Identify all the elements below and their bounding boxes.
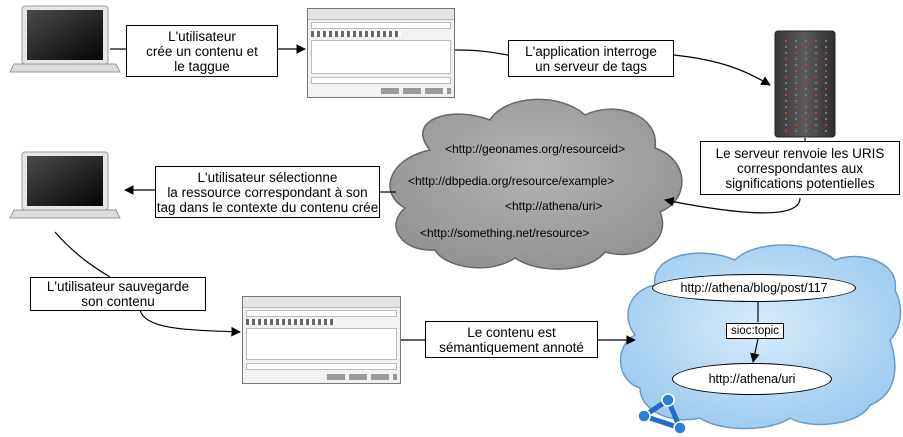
cloud-uri: <http://dbpedia.org/resource/example> (408, 174, 615, 188)
line-laptop-to-save (54, 231, 111, 278)
arrow-editor-to-query (454, 49, 509, 56)
step-server-label: Le serveur renvoie les URIS correspondan… (700, 141, 900, 195)
server-icon (774, 30, 836, 138)
tag-server-cloud (389, 98, 683, 270)
graph-node-object: http://athena/uri (672, 363, 832, 395)
editor-window (307, 8, 455, 98)
editor-window (242, 296, 401, 384)
step-annotated-label: Le contenu est sémantiquement annoté (425, 321, 598, 358)
laptop-icon (9, 151, 121, 219)
cloud-uri: <http://athena/uri> (505, 199, 603, 213)
graph-predicate: sioc:topic (726, 323, 784, 339)
rdf-logo-icon (637, 393, 687, 435)
laptop-icon (9, 5, 121, 73)
graph-edge-arrow (750, 338, 760, 363)
connectors (54, 44, 806, 363)
cloud-uri: <http://geonames.org/resourceid> (445, 142, 626, 156)
step-query-label: L'application interroge un serveur de ta… (508, 40, 674, 77)
step-select-label: L'utilisateur sélectionne la ressource c… (155, 166, 380, 218)
step-save-label: L'utilisateur sauvegarde son contenu (30, 277, 206, 311)
arrow-query-to-server (673, 54, 771, 86)
arrow-save-to-editor (139, 309, 241, 337)
cloud-uri: <http://something.net/resource> (420, 226, 590, 240)
step-create-label: L'utilisateur crée un contenu et le tagg… (126, 25, 278, 77)
graph-node-subject: http://athena/blog/post/117 (652, 274, 856, 302)
arrow-server-to-cloud (664, 196, 801, 214)
